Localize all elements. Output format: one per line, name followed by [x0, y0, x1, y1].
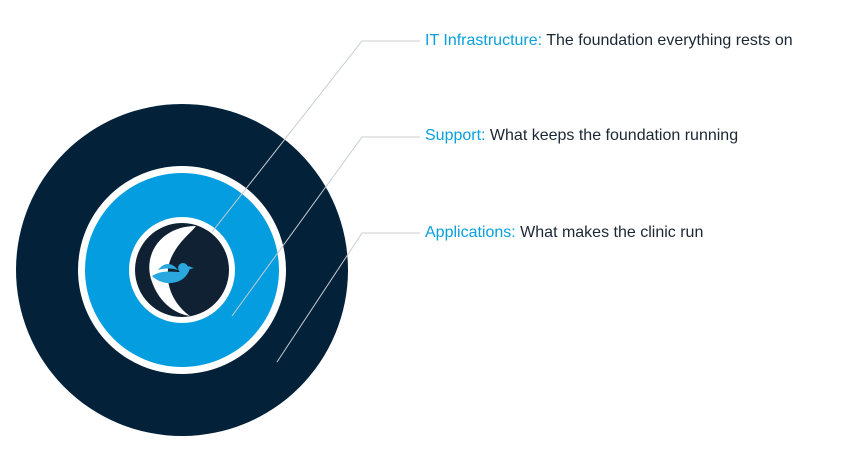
leader-line-it-infrastructure [211, 40, 420, 233]
callout-description: What makes the clinic run [515, 224, 704, 241]
callout-applications: Applications: What makes the clinic run [425, 223, 703, 243]
bird-logo-icon [149, 226, 196, 316]
callout-term: Applications: [425, 224, 516, 241]
callout-it-infrastructure: IT Infrastructure: The foundation everyt… [425, 31, 793, 51]
callout-description: What keeps the foundation running [485, 127, 739, 144]
leader-line-applications [276, 232, 420, 363]
leader-line-support [231, 136, 420, 317]
callout-term: Support: [425, 127, 486, 144]
callout-description: The foundation everything rests on [542, 32, 793, 49]
callout-support: Support: What keeps the foundation runni… [425, 126, 738, 146]
callout-term: IT Infrastructure: [425, 32, 543, 49]
